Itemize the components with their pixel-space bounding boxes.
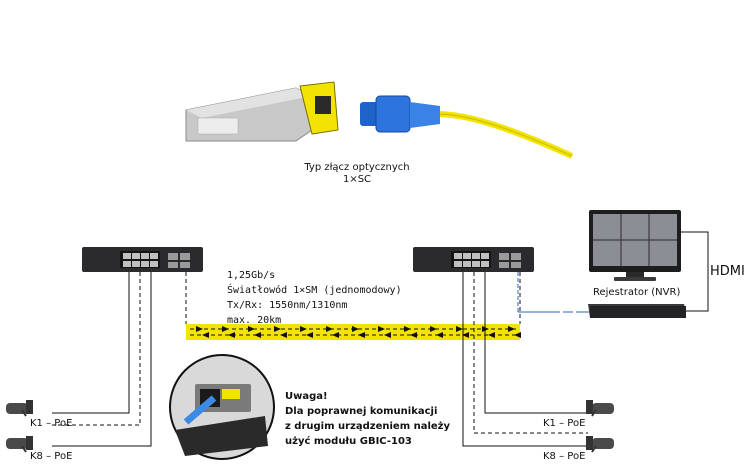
fiber-direction-arrow (326, 326, 333, 332)
fiber-direction-arrow (300, 326, 307, 332)
caption-line-2: 1×SC (342, 174, 372, 185)
hdmi-cable (681, 231, 709, 312)
sc-fiber-connector-illustration (360, 95, 574, 159)
fiber-direction-arrow (248, 326, 255, 332)
hdmi-label: HDMI (710, 264, 745, 279)
fiber-direction-arrow (410, 332, 417, 338)
fiber-direction-arrow (508, 326, 515, 332)
fiber-direction-arrow (456, 326, 463, 332)
module-detail-photo (169, 354, 275, 460)
fiber-direction-arrow (358, 332, 365, 338)
fiber-direction-arrow (222, 326, 229, 332)
caption-line-1: Typ złącz optycznych (304, 162, 410, 173)
note-line: Dla poprawnej komunikacji (285, 406, 438, 417)
camera-label-right-top: K1 – PoE (543, 418, 586, 429)
nvr-link (517, 272, 589, 313)
nvr-recorder (588, 304, 686, 318)
fiber-direction-arrow (280, 332, 287, 338)
left-switch (82, 247, 203, 272)
note-line: z drugim urządzeniem należy (285, 421, 451, 432)
spec-line: max. 20km (227, 315, 282, 326)
warning-note: Uwaga! Dla poprawnej komunikacji z drugi… (285, 389, 450, 449)
spec-line: 1,25Gb/s (227, 270, 276, 281)
fiber-direction-arrow (306, 332, 313, 338)
right-switch (413, 247, 534, 272)
nvr-label: Rejestrator (NVR) (593, 287, 681, 298)
camera-icon (6, 436, 33, 453)
fiber-direction-arrow (384, 332, 391, 338)
fiber-direction-arrow (436, 332, 443, 338)
fiber-direction-arrow (404, 326, 411, 332)
camera-icon (6, 400, 33, 417)
sfp-module-illustration (185, 81, 339, 142)
fiber-direction-arrow (254, 332, 261, 338)
camera-label-left-top: K1 – PoE (30, 418, 73, 429)
link-spec: 1,25Gb/s Światłowód 1×SM (jednomodowy) T… (227, 268, 402, 328)
fiber-direction-arrow (482, 326, 489, 332)
fiber-direction-arrow (332, 332, 339, 338)
left-camera-cables (52, 272, 152, 447)
fiber-direction-arrow (274, 326, 281, 332)
camera-label-right-bottom: K8 – PoE (543, 451, 586, 462)
spec-line: Tx/Rx: 1550nm/1310nm (227, 300, 348, 311)
fiber-direction-arrow (196, 326, 203, 332)
note-line: Uwaga! (285, 391, 328, 402)
spec-line: Światłowód 1×SM (jednomodowy) (227, 285, 402, 296)
note-line: użyć modułu GBIC-103 (285, 436, 412, 447)
fiber-direction-arrow (462, 332, 469, 338)
fiber-direction-arrow (352, 326, 359, 332)
fiber-direction-arrow (228, 332, 235, 338)
monitor (589, 210, 681, 281)
right-camera-cables (462, 272, 588, 447)
fiber-direction-arrow (202, 332, 209, 338)
camera-icon (586, 400, 614, 417)
fiber-direction-arrow (430, 326, 437, 332)
fiber-direction-arrow (378, 326, 385, 332)
fiber-direction-arrow (488, 332, 495, 338)
fiber-direction-arrow (514, 332, 521, 338)
camera-icon (586, 436, 614, 453)
camera-label-left-bottom: K8 – PoE (30, 451, 73, 462)
connector-caption: Typ złącz optycznych 1×SC (301, 162, 413, 186)
